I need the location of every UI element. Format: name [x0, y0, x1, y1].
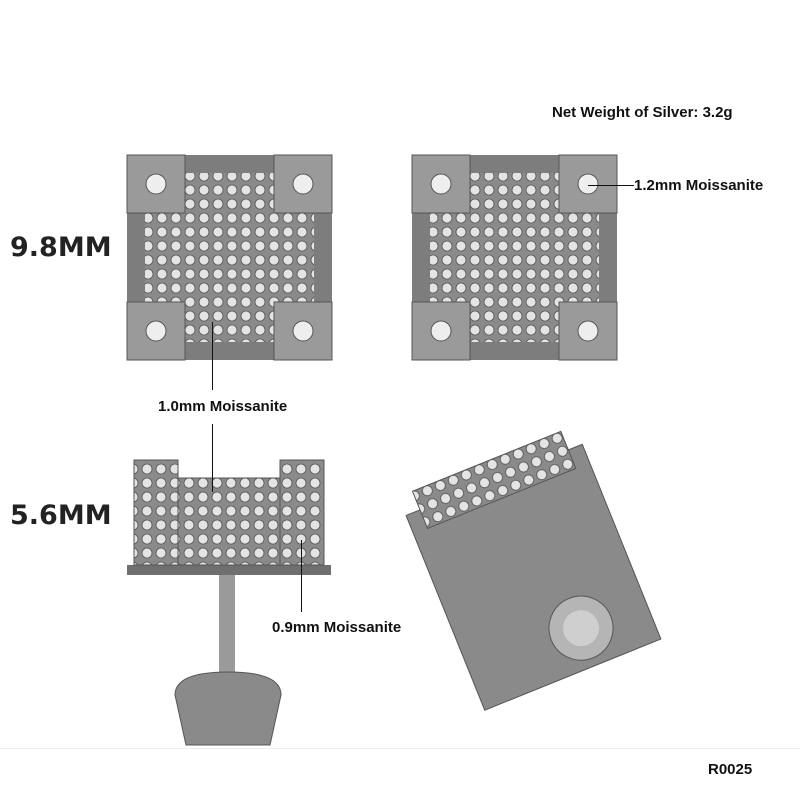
earring-angled-view: [405, 430, 662, 711]
center-stone-pointer-top: [212, 322, 213, 390]
corner-stone-label: 1.2mm Moissanite: [634, 177, 764, 194]
net-weight-label: Net Weight of Silver: 3.2g: [552, 104, 733, 121]
center-stone-label: 1.0mm Moissanite: [158, 398, 288, 415]
corner-stone-pointer: [588, 185, 634, 186]
height-dimension: 5.6MM: [10, 500, 112, 531]
center-stone-pointer-bottom: [212, 424, 213, 492]
side-stone-pointer: [301, 540, 302, 612]
earring-top-view-left: [126, 154, 333, 361]
earring-top-view-right: [411, 154, 618, 361]
earring-side-view: [127, 459, 331, 746]
width-dimension: 9.8MM: [10, 232, 112, 263]
sku-label: R0025: [708, 761, 753, 778]
side-stone-label: 0.9mm Moissanite: [272, 619, 402, 636]
footer-divider: [0, 748, 800, 749]
